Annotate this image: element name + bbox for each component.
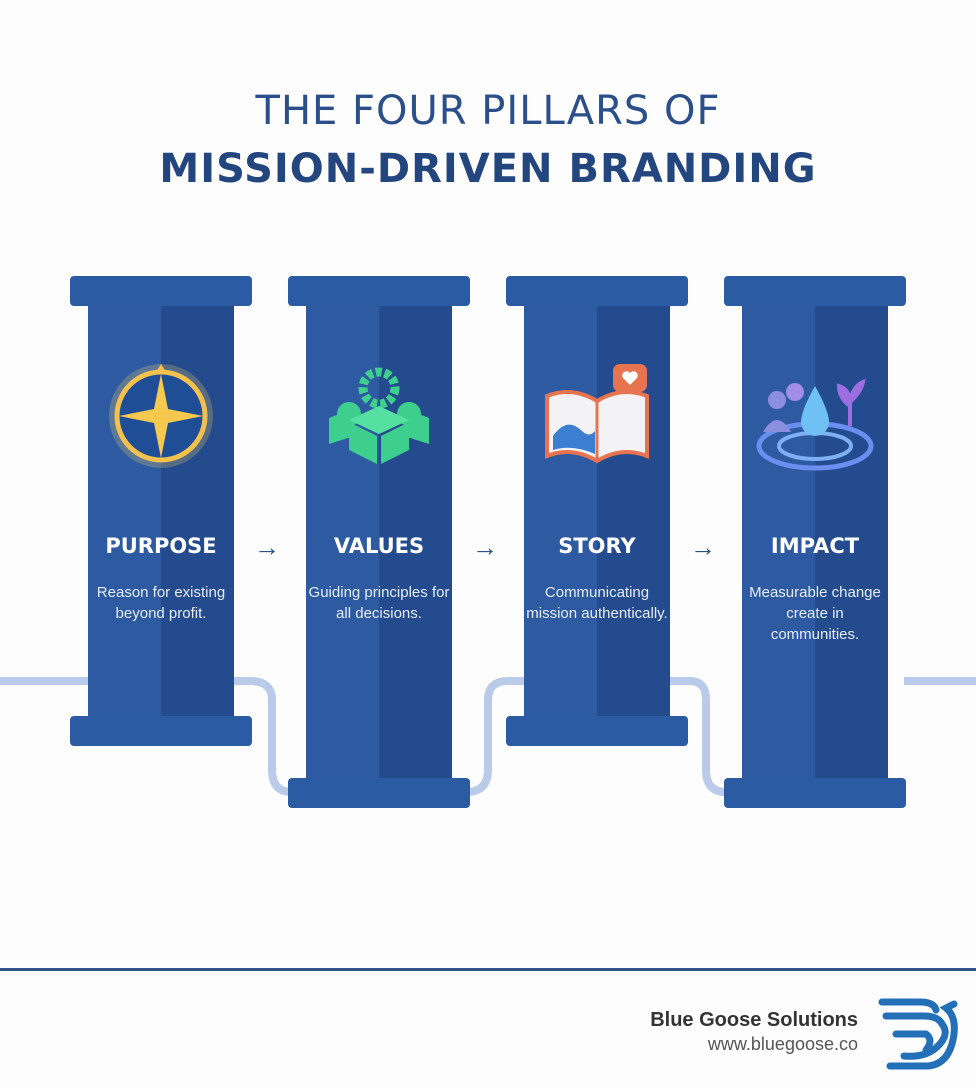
- pillar-bottom-cap: [724, 778, 906, 808]
- blue-goose-logo-icon: [878, 998, 958, 1070]
- pillar-description: Reason for existing beyond profit.: [96, 584, 226, 622]
- arrow-icon: →: [472, 532, 498, 562]
- arrow-icon: →: [254, 532, 280, 562]
- footer-divider: [0, 968, 976, 971]
- pillar-bottom-cap: [506, 716, 688, 746]
- pillar-title: PURPOSE: [105, 534, 217, 558]
- pillar-title: STORY: [558, 534, 636, 558]
- pillar-top-cap: [288, 276, 470, 306]
- brand-name: Blue Goose Solutions: [650, 1009, 858, 1031]
- pillar-shaft: [306, 306, 452, 778]
- pillar-title: IMPACT: [770, 534, 860, 558]
- pillar-description: Communicating mission authentically.: [526, 584, 668, 622]
- arrow-icon: →: [690, 532, 716, 562]
- pillar-top-cap: [70, 276, 252, 306]
- book-heart-icon: [545, 364, 649, 464]
- pillar-bottom-cap: [70, 716, 252, 746]
- pillar-description: Guiding principles for all decisions.: [308, 584, 450, 622]
- pillar-description: Measurable change create in communities.: [749, 584, 881, 643]
- compass-icon: [109, 364, 213, 468]
- people-water-drop-icon: [756, 378, 874, 471]
- brand-url[interactable]: www.bluegoose.co: [707, 1034, 858, 1054]
- title-line-1: THE FOUR PILLARS OF: [255, 88, 721, 134]
- title-line-2: MISSION-DRIVEN BRANDING: [159, 146, 817, 192]
- pillar-top-cap: [506, 276, 688, 306]
- pillar-title: VALUES: [333, 534, 425, 558]
- pillar-bottom-cap: [288, 778, 470, 808]
- gears-blocks-icon: [329, 367, 429, 464]
- pillar-top-cap: [724, 276, 906, 306]
